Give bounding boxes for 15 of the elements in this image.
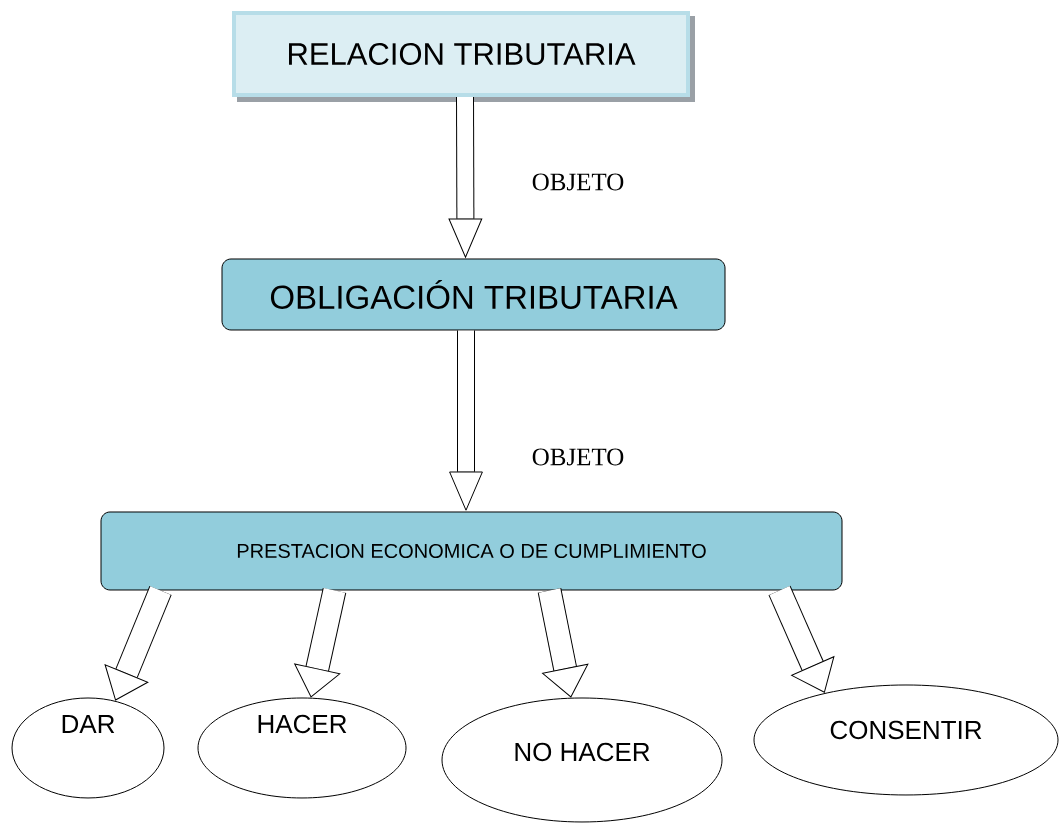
edge-label: OBJETO	[529, 171, 627, 193]
block-arrow	[537, 588, 589, 698]
block-arrow	[449, 330, 483, 511]
block-arrow	[448, 96, 483, 258]
process-box: PRESTACION ECONOMICA O DE CUMPLIMIENTO	[100, 511, 843, 591]
block-arrow	[768, 585, 835, 693]
oval-node: CONSENTIR	[753, 684, 1059, 796]
process-box: OBLIGACIÓN TRIBUTARIA	[221, 258, 726, 331]
block-arrow	[104, 585, 172, 701]
oval-node: HACER	[197, 697, 407, 799]
oval-node: DAR	[11, 697, 165, 799]
oval-node: NO HACER	[441, 697, 723, 823]
block-arrow	[294, 587, 347, 698]
title-box: RELACION TRIBUTARIA	[232, 11, 695, 102]
edge-label: OBJETO	[529, 446, 627, 468]
